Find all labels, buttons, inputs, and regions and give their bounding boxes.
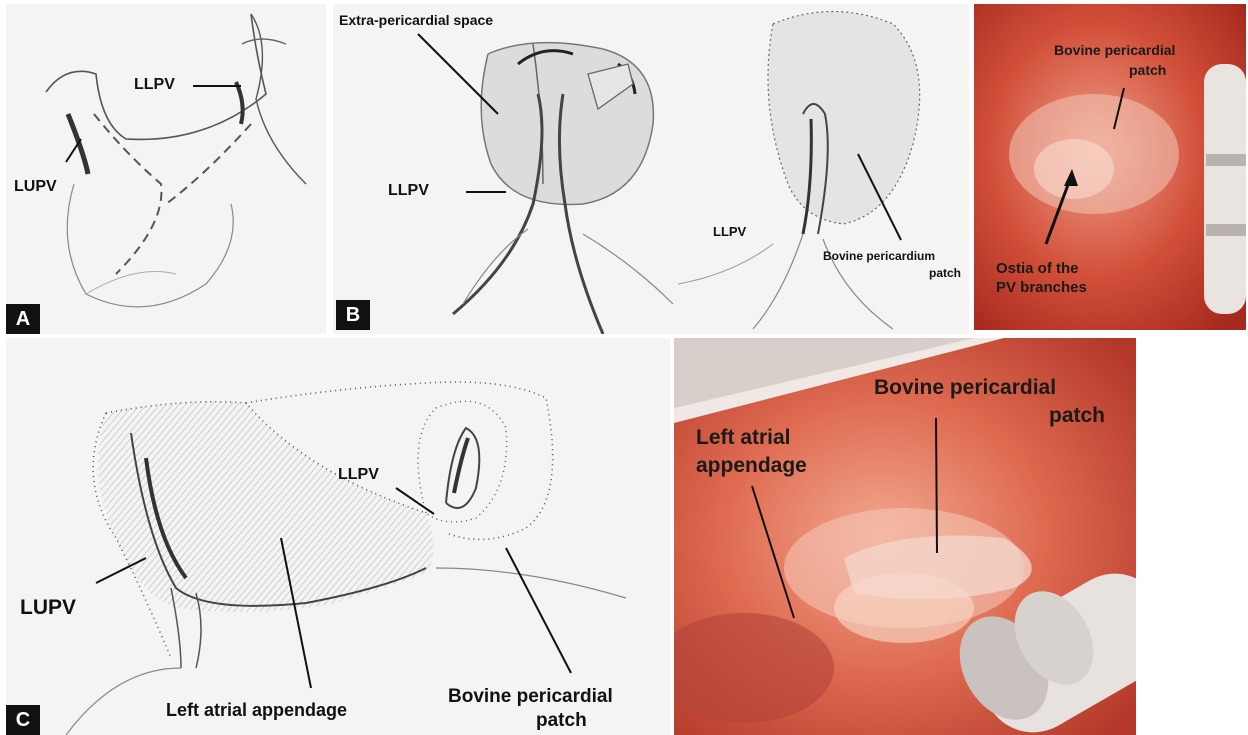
panel-c-llpv-label: LLPV: [338, 466, 379, 484]
panel-c-patch-label-line2: patch: [536, 710, 587, 732]
photo-c-appendage-label-line2: appendage: [696, 454, 807, 478]
photo-c-patch-label-line1: Bovine pericardial: [874, 376, 1056, 400]
photo-c-patch-leader: [936, 418, 937, 553]
photo-b-patch-label-line2: patch: [1129, 62, 1166, 78]
lupv-leader: [66, 139, 81, 162]
panel-c-lupv-label: LUPV: [20, 596, 76, 620]
panel-c-patch-label-line1: Bovine pericardial: [448, 686, 613, 708]
panel-b: Extra-pericardial space LLPV LLPV Bovine…: [333, 4, 969, 334]
panel-c-appendage-label: Left atrial appendage: [166, 700, 347, 721]
panel-a-llpv-label: LLPV: [134, 76, 175, 94]
panel-b-llpv-right-label: LLPV: [713, 224, 746, 239]
photo-c-patch-label-line2: patch: [1049, 404, 1105, 428]
photo-c-appendage-label-line1: Left atrial: [696, 426, 791, 450]
ostia-label-line1: Ostia of the: [996, 260, 1079, 277]
panel-c-photo: Bovine pericardial patch Left atrial app…: [674, 338, 1136, 735]
panel-b-patch-label-line1: Bovine pericardium: [823, 249, 935, 263]
panel-b-llpv-left-label: LLPV: [388, 182, 429, 200]
panel-c-sketch: [6, 338, 670, 735]
c-patch-leader: [506, 548, 571, 673]
panel-b-badge: B: [336, 300, 370, 330]
ostia-label-line2: PV branches: [996, 279, 1087, 296]
panel-b-sketch: [333, 4, 969, 334]
panel-c: LLPV LUPV Left atrial appendage Bovine p…: [6, 338, 670, 735]
panel-c-badge: C: [6, 705, 40, 735]
panel-b-photo: Bovine pericardial patch Ostia of the PV…: [974, 4, 1246, 330]
photo-b-patch-label-line1: Bovine pericardial: [1054, 42, 1175, 58]
panel-b-patch-label-line2: patch: [929, 266, 961, 280]
extra-pericardial-space-label: Extra-pericardial space: [339, 12, 493, 28]
panel-a-sketch: [6, 4, 326, 334]
panel-a-badge: A: [6, 304, 40, 334]
panel-a: LLPV LUPV A: [6, 4, 326, 334]
panel-a-lupv-label: LUPV: [14, 178, 57, 196]
